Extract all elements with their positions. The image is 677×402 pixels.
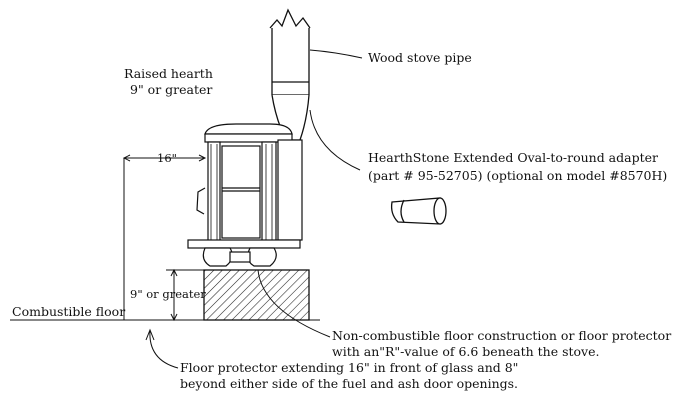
wood-stove-pipe-label: Wood stove pipe (368, 50, 472, 65)
stove-pipe (269, 8, 311, 141)
adapter-label-line2: (part # 95-52705) (optional on model #85… (368, 168, 667, 183)
raised-hearth-label-line1: Raised hearth (124, 66, 213, 81)
raised-hearth-label-line2: 9" or greater (130, 82, 212, 97)
dim-16-label: 16" (157, 151, 177, 165)
noncombustible-label-line2: with an"R"-value of 6.6 beneath the stov… (332, 344, 599, 359)
leader-lines (145, 49, 363, 369)
raised-hearth-block (203, 269, 310, 321)
adapter-label-line1: HearthStone Extended Oval-to-round adapt… (368, 150, 658, 165)
dimension-lines (10, 154, 320, 322)
oval-to-round-adapter (390, 197, 447, 225)
noncombustible-label-line1: Non-combustible floor construction or fl… (332, 328, 671, 343)
stove-body (187, 123, 303, 267)
floor-protector-label-line2: beyond either side of the fuel and ash d… (180, 376, 518, 391)
nine-or-greater-label: 9" or greater (130, 287, 206, 301)
combustible-floor-label: Combustible floor (12, 304, 125, 319)
floor-protector-label-line1: Floor protector extending 16" in front o… (180, 360, 518, 375)
